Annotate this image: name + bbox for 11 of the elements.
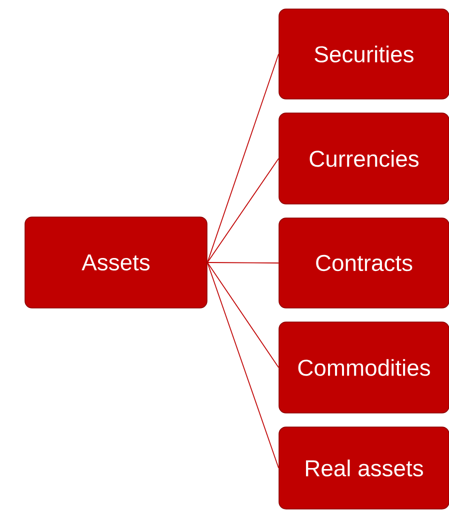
category-box: Contracts bbox=[278, 218, 449, 308]
category-box: Securities bbox=[278, 8, 449, 100]
connector-line bbox=[206, 158, 280, 263]
category-box: Real assets bbox=[278, 426, 449, 510]
category-box: Currencies bbox=[278, 112, 449, 204]
connector-line bbox=[206, 54, 280, 263]
category-box: Assets bbox=[24, 216, 208, 308]
connector-line bbox=[206, 262, 280, 264]
connector-line bbox=[206, 262, 280, 468]
category-box: Commodities bbox=[278, 322, 449, 414]
connector-line bbox=[206, 262, 280, 368]
